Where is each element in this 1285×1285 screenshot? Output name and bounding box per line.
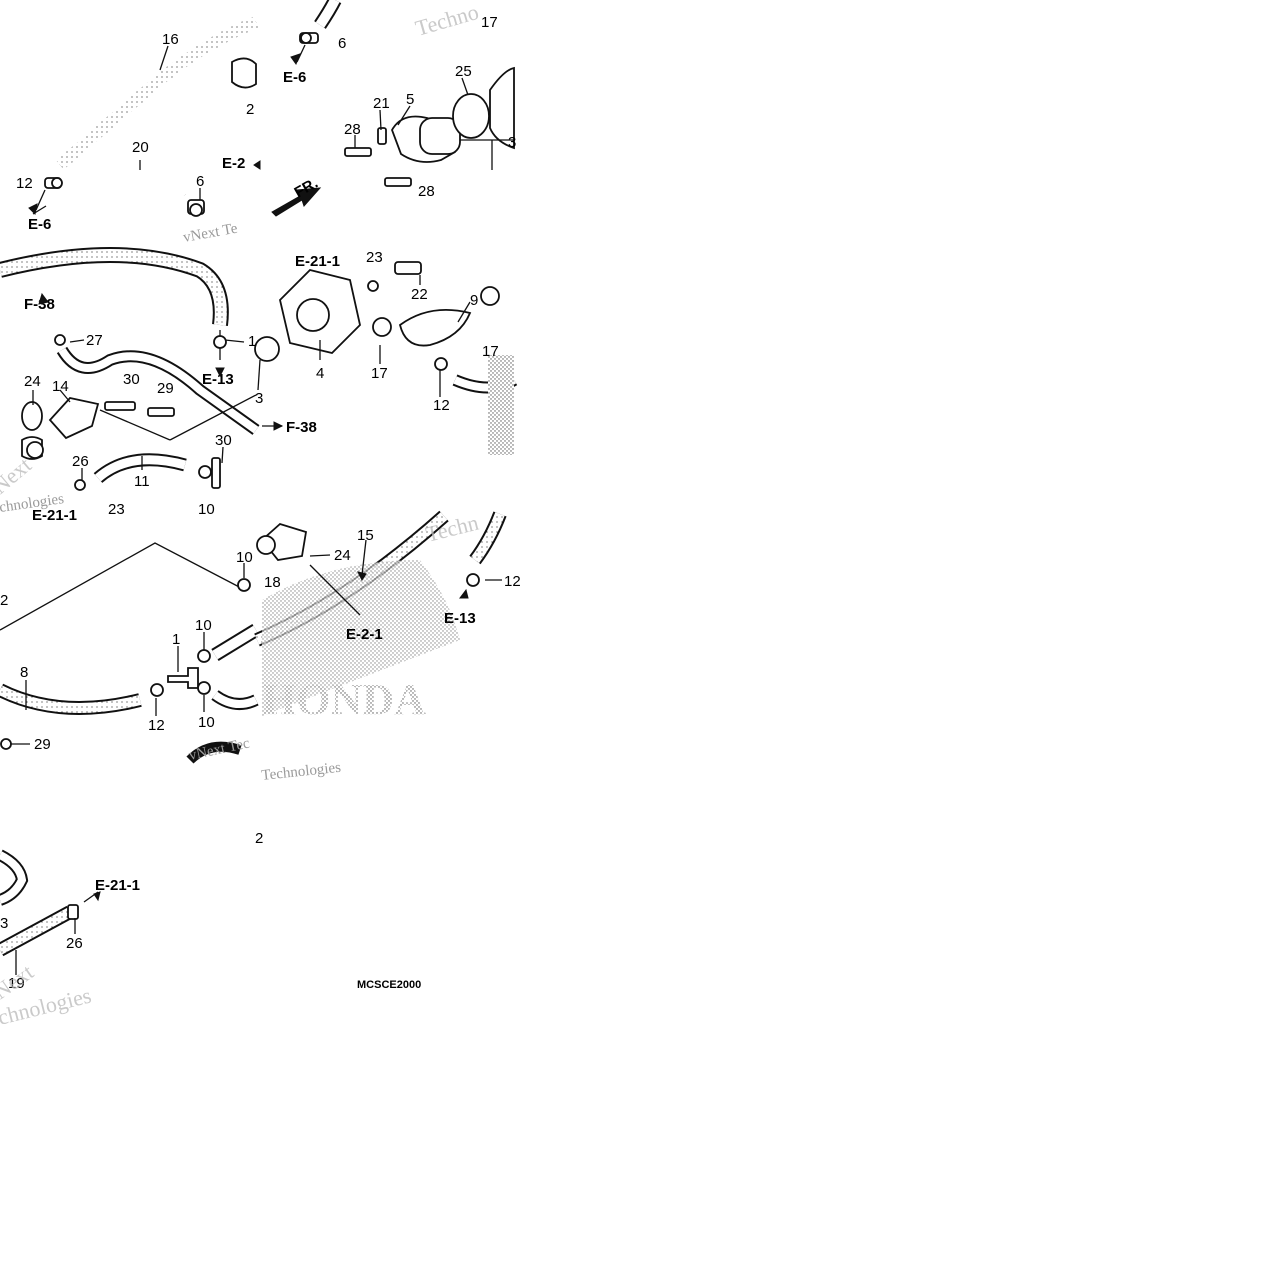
callout: 14 (52, 378, 69, 395)
callout: 19 (8, 975, 25, 992)
cross-references: E-6 E-6 E-2 F-38 E-13 F-38 E-21-1 E-2-1 … (24, 69, 476, 894)
callout: 17 (371, 365, 388, 382)
ref-label: E-2 (222, 155, 245, 172)
ref-label: E-13 (444, 610, 476, 627)
front-direction-label: FR. (292, 175, 321, 202)
callout: 30 (123, 371, 140, 388)
callout: 26 (66, 935, 83, 952)
callout: 12 (504, 573, 521, 590)
ref-label: E-6 (283, 69, 306, 86)
ref-label: E-2-1 (346, 626, 383, 643)
honda-logo-watermark: HONDA (262, 675, 426, 724)
arrows (28, 53, 469, 902)
ref-label: F-38 (24, 296, 55, 313)
callout: 2 (0, 592, 8, 609)
callout: 26 (72, 453, 89, 470)
callout: 21 (373, 95, 390, 112)
ref-label: E-21-1 (95, 877, 140, 894)
callout: 12 (16, 175, 33, 192)
callout: 3 (255, 390, 263, 407)
callout: 16 (162, 31, 179, 48)
callout: 30 (215, 432, 232, 449)
clamps (0, 32, 480, 750)
callout: 10 (198, 714, 215, 731)
ref-label: E-6 (28, 216, 51, 233)
callout: 8 (20, 664, 28, 681)
callout: 1 (248, 333, 256, 350)
callout: 29 (34, 736, 51, 753)
watermark: Techn (423, 510, 481, 547)
callout: 10 (195, 617, 212, 634)
ref-label: E-21-1 (295, 253, 340, 270)
callout: 23 (108, 501, 125, 518)
callout: 15 (357, 527, 374, 544)
tile-lower-strip (0, 849, 99, 975)
callout: 6 (196, 173, 204, 190)
callout: 6 (338, 35, 346, 52)
callout-numbers: 16 2 6 21 5 25 17 12 20 6 28 28 3 23 22 … (0, 14, 521, 992)
callout: 9 (470, 292, 478, 309)
callout: 5 (406, 91, 414, 108)
callout: 10 (236, 549, 253, 566)
callout: 29 (157, 380, 174, 397)
callout: 2 (246, 101, 254, 118)
callout: 17 (482, 343, 499, 360)
callout: 22 (411, 286, 428, 303)
callout: 28 (344, 121, 361, 138)
tile-bottom-left (0, 542, 260, 764)
callout: 3 (508, 134, 516, 151)
callout: 3 (0, 915, 8, 932)
diagram-code: MCSCE2000 (357, 979, 421, 991)
callout: 12 (433, 397, 450, 414)
tile-top-center (271, 0, 515, 217)
callout: 24 (334, 547, 351, 564)
callout: 10 (198, 501, 215, 518)
callout: 23 (366, 249, 383, 266)
callout: 2 (255, 830, 263, 847)
tile-top-left (35, 16, 259, 252)
watermark: Techno (412, 0, 481, 41)
callout: 28 (418, 183, 435, 200)
tile-middle-center (254, 261, 518, 455)
callout: 27 (86, 332, 103, 349)
ref-label: E-21-1 (32, 507, 77, 524)
callout: 17 (481, 14, 498, 31)
callout: 12 (148, 717, 165, 734)
ref-label: F-38 (286, 419, 317, 436)
callout: 20 (132, 139, 149, 156)
callout: 25 (455, 63, 472, 80)
callout: 18 (264, 574, 281, 591)
callout: 4 (316, 365, 324, 382)
watermark: vNext Te (182, 221, 239, 246)
tile-middle-left (0, 247, 260, 489)
callout: 1 (172, 631, 180, 648)
callout: 24 (24, 373, 41, 390)
callout: 11 (134, 473, 150, 490)
ref-label: E-13 (202, 371, 234, 388)
watermark: vNext Tec (188, 735, 252, 764)
tile-bottom-center (254, 510, 507, 716)
watermark: Technologies (261, 760, 342, 784)
